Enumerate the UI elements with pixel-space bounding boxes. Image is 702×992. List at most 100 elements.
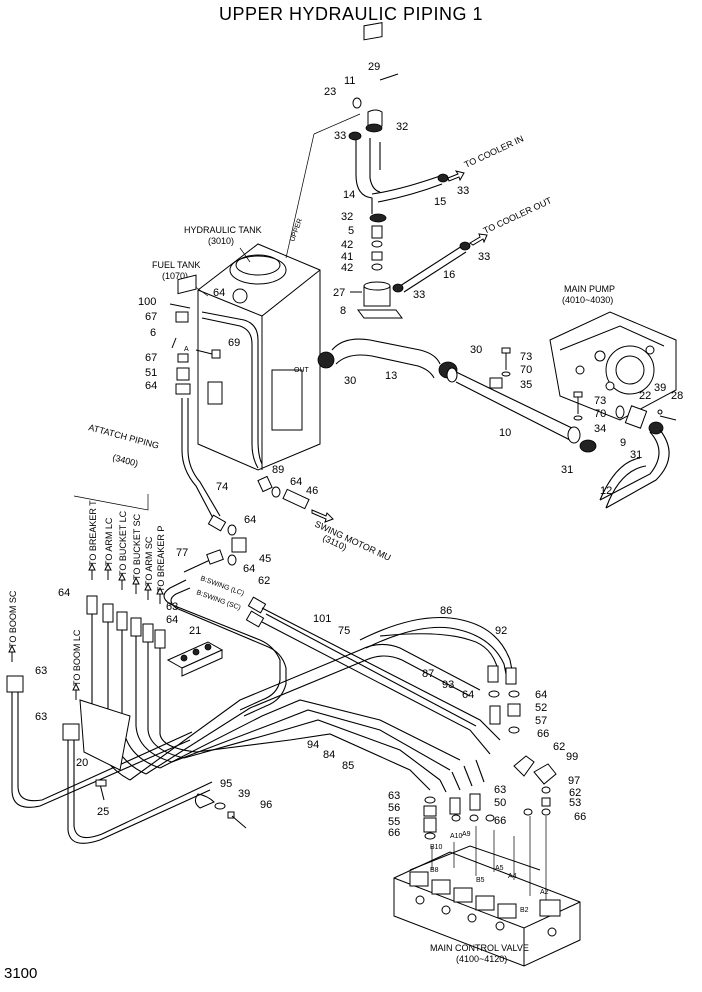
direction-label-boom-sc: TO BOOM SC [8,590,18,648]
callout-67-23: 67 [145,352,157,364]
callout-42-12: 42 [341,262,353,274]
callout-96-82: 96 [260,799,272,811]
callout-64-49: 64 [243,563,255,575]
main-pump: MAIN PUMP (4010~4030) [549,284,677,435]
callout-64-44: 64 [290,476,302,488]
port-a-tank: A [184,346,189,353]
callout-32-8: 32 [341,211,353,223]
callout-89-43: 89 [272,464,284,476]
direction-label-bucket-sc: TO BUCKET SC [132,513,142,580]
callout-6-21: 6 [150,327,156,339]
callout-94-69: 94 [307,739,319,751]
fittings-97-99 [513,755,557,816]
callout-67-20: 67 [145,311,157,323]
ref-main-control-valve: (4100~4120) [456,954,507,964]
callout-64-25: 64 [145,380,157,392]
clamp-21 [166,641,224,677]
callout-85-71: 85 [342,760,354,772]
ref-fuel-tank: (1070) [162,271,188,281]
callout-28-34: 28 [671,390,683,402]
callout-64-19: 64 [213,287,225,299]
callout-63-60: 63 [35,665,47,677]
callout-66-86: 66 [388,827,400,839]
callout-70-30: 70 [520,364,532,376]
label-main-pump: MAIN PUMP [564,284,615,294]
callout-66-89: 66 [494,815,506,827]
attach-piping-label: ATTATCH PIPING (3400) [73,422,160,511]
callout-63-53: 63 [166,601,178,613]
callout-27-15: 27 [333,287,345,299]
port-b10: B10 [430,844,443,851]
label-main-control-valve: MAIN CONTROL VALVE [430,943,529,953]
bolt-25 [95,779,107,801]
callout-57-66: 57 [535,715,547,727]
callout-32-4: 32 [396,121,408,133]
port-a5: A5 [495,865,504,872]
callout-66-78: 66 [574,811,586,823]
callout-63-83: 63 [388,790,400,802]
direction-label-arm-sc: TO ARM SC [144,536,154,586]
callout-73-35: 73 [594,395,606,407]
swing-fittings: SWING MOTOR MU (3110) [257,475,392,563]
callout-31-40: 31 [630,449,642,461]
main-control-valve: B10 A10 A9 B5 A5 B8 A4 B2 A2 MAIN CONTRO… [393,816,581,967]
ref-hydraulic-tank: (3010) [208,236,234,246]
callout-29-0: 29 [368,61,380,73]
direction-label-bucket-lc: TO BUCKET LC [118,510,128,576]
direction-label-boom-lc: TO BOOM LC [72,629,82,686]
callout-15-7: 15 [434,196,446,208]
bracket-8 [350,281,403,319]
port-b5: B5 [476,877,485,884]
label-upper: UPPER [289,218,304,243]
callout-56-84: 56 [388,802,400,814]
callout-64-47: 64 [244,514,256,526]
callout-5-9: 5 [348,225,354,237]
ref-attach-piping: (3400) [111,452,139,468]
port-a2: A2 [540,889,549,896]
callout-20-74: 20 [76,757,88,769]
callout-73-29: 73 [520,351,532,363]
callout-55-85: 55 [388,816,400,828]
callout-50-88: 50 [494,797,506,809]
port-b8: B8 [430,867,439,874]
callout-52-65: 52 [535,702,547,714]
callout-46-45: 46 [306,485,318,497]
callout-41-11: 41 [341,251,353,263]
callout-16-14: 16 [443,269,455,281]
bolt-set-upper [501,347,511,377]
hydraulic-tank: OUT [197,243,321,471]
pipe-10 [446,367,597,453]
callout-74-46: 74 [216,481,228,493]
callout-42-10: 42 [341,239,353,251]
direction-label-cooler-out: TO COOLER OUT [482,195,554,236]
fittings-52-57 [488,690,521,734]
port-a10: A10 [450,833,463,840]
callout-23-2: 23 [324,86,336,98]
mid-fitting-stack [369,213,387,271]
ref-main-pump: (4010~4030) [562,295,613,305]
callout-30-28: 30 [470,344,482,356]
callout-33-5: 33 [457,185,469,197]
label-hydraulic-tank: HYDRAULIC TANK [184,225,262,235]
bolt-set-lower [573,391,583,421]
port-a9: A9 [462,831,471,838]
page-title: UPPER HYDRAULIC PIPING 1 [218,4,484,24]
callout-62-51: 62 [258,575,270,587]
callout-100-18: 100 [138,296,156,308]
callout-25-81: 25 [97,806,109,818]
callout-87-61: 87 [422,668,434,680]
callout-64-63: 64 [462,689,474,701]
callout-66-67: 66 [537,728,549,740]
callout-14-6: 14 [343,189,355,201]
page-number: 3100 [4,965,38,982]
callout-39-32: 39 [654,382,666,394]
pipe-16-cooler-out: TO COOLER OUT [392,195,554,293]
direction-label-breaker-p: TO BREAKER P [156,526,166,592]
direction-label-arm-lc: TO ARM LC [104,517,114,566]
label-out: OUT [294,367,310,374]
callout-86-57: 86 [440,605,452,617]
callout-69-22: 69 [228,337,240,349]
callout-53-77: 53 [569,797,581,809]
